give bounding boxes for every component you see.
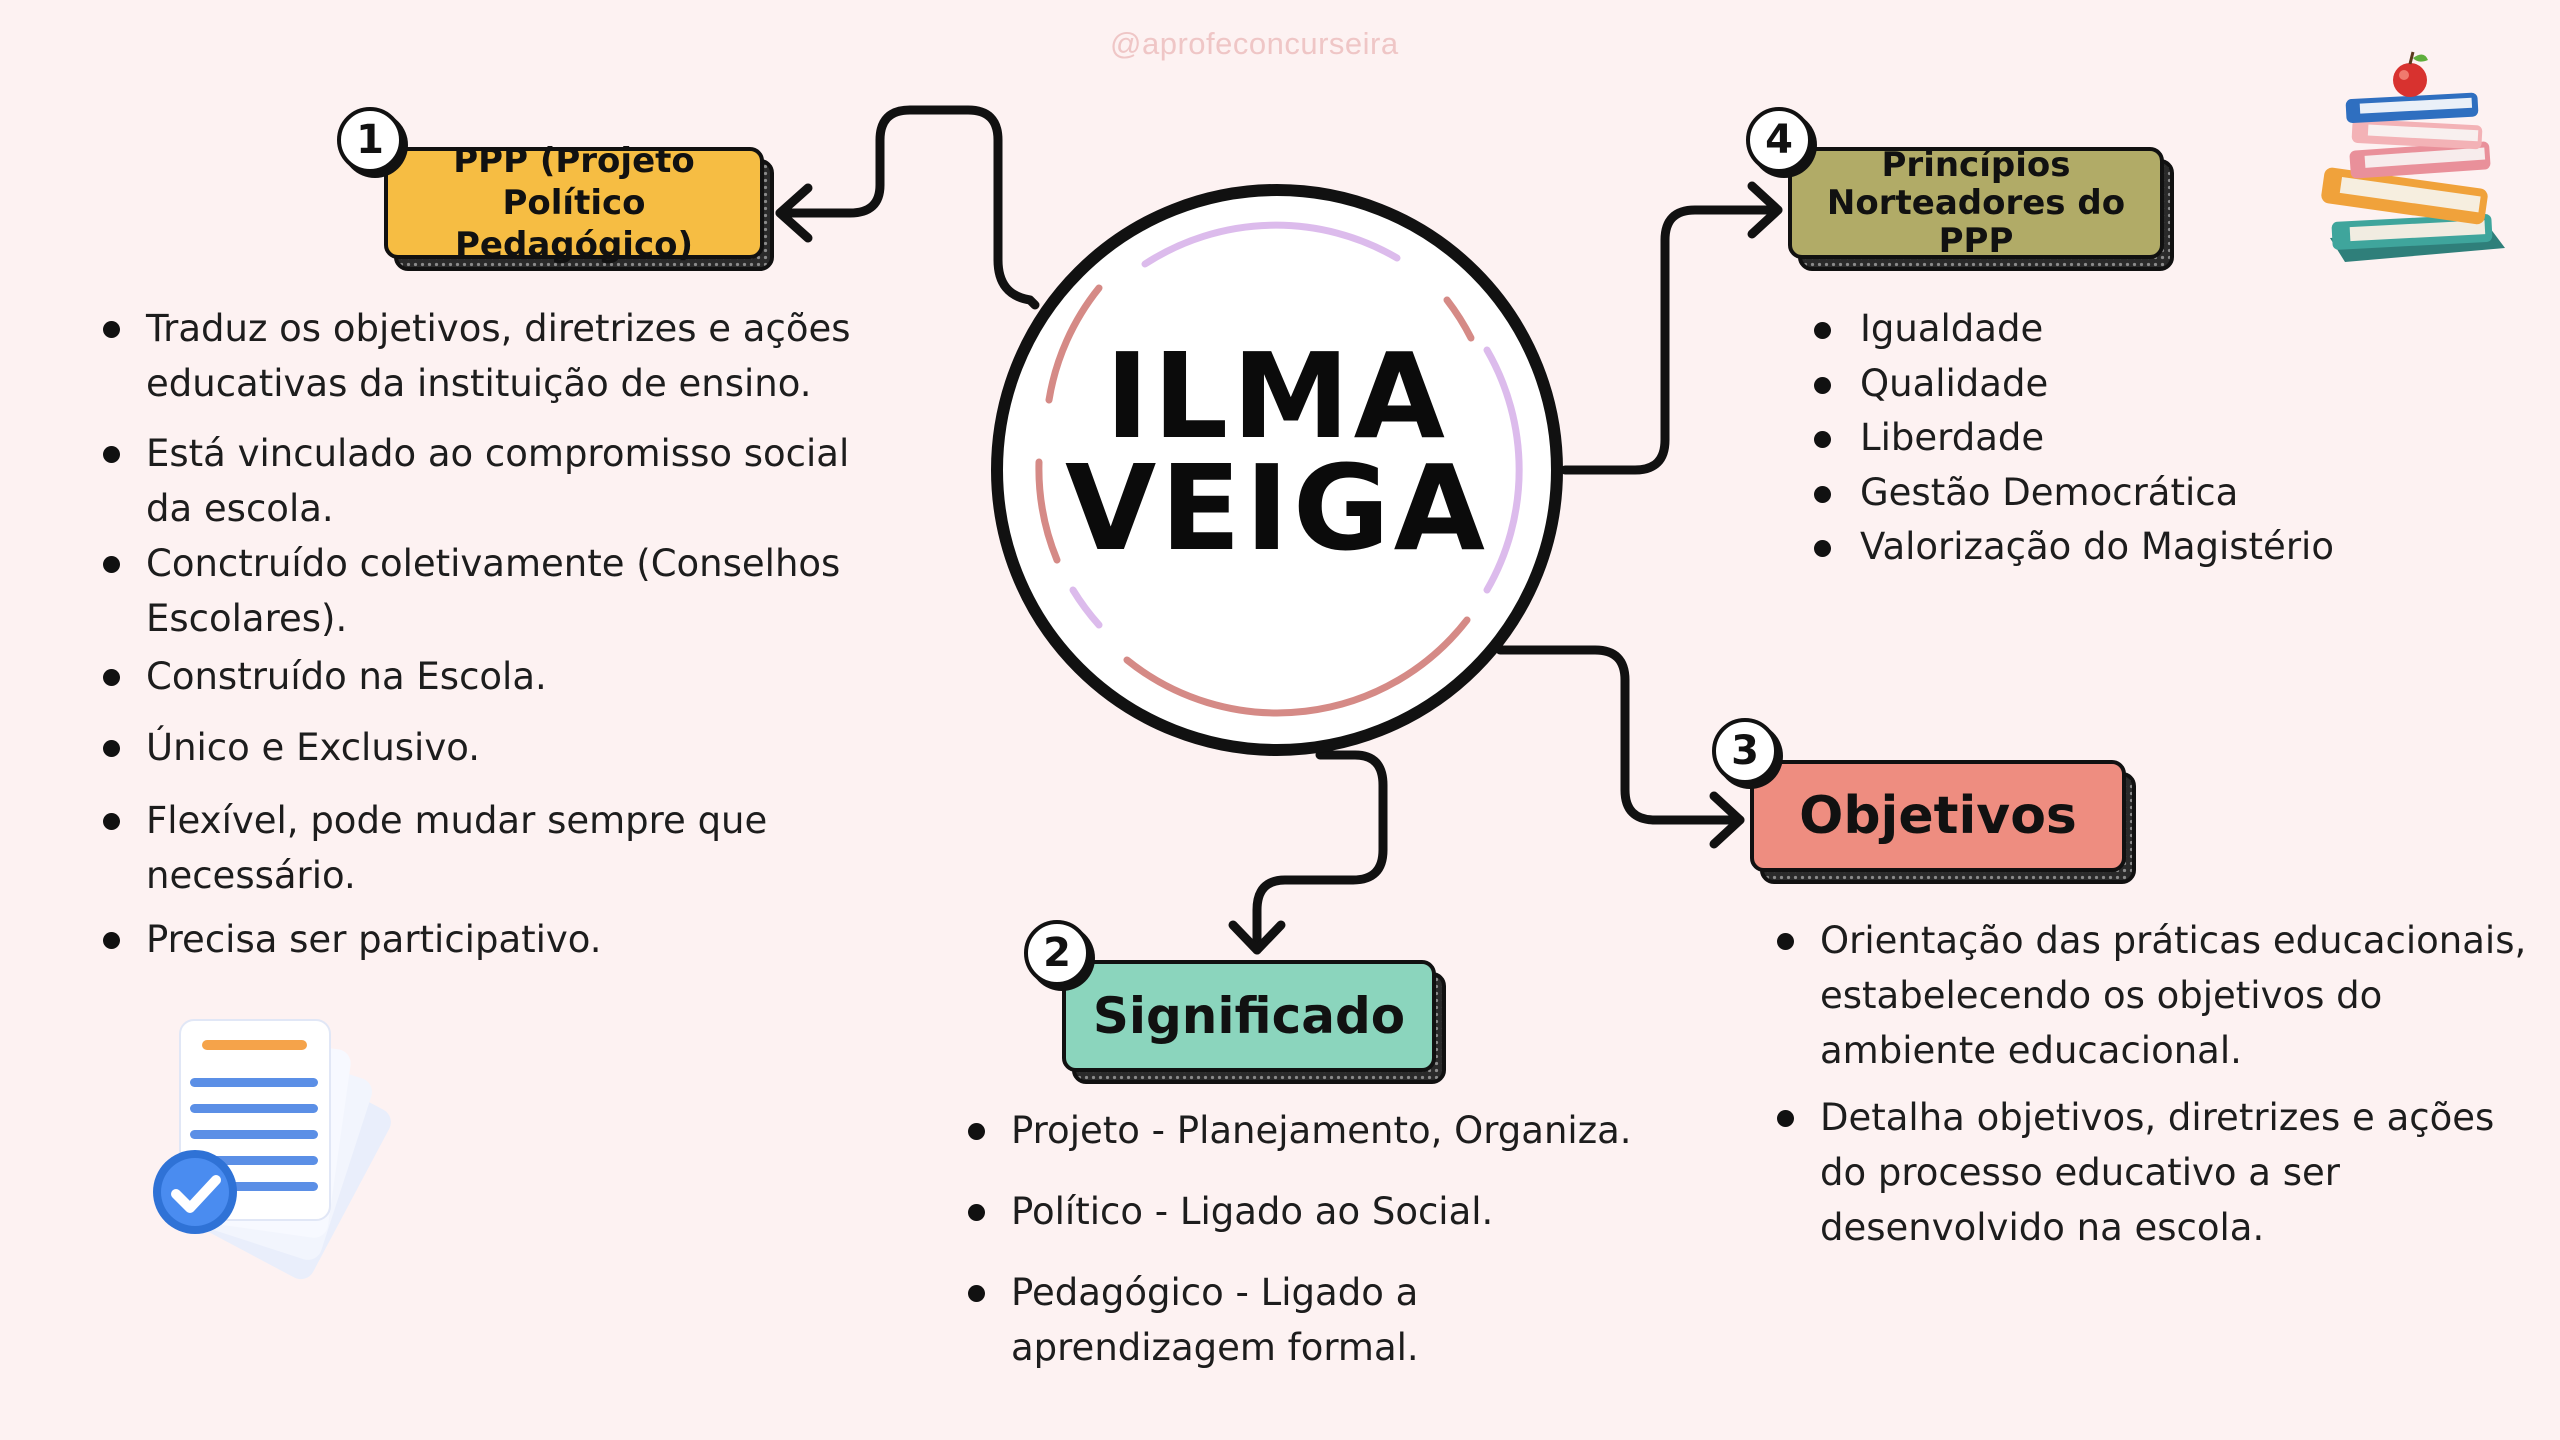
connector-principios [1560,205,1783,475]
arrowhead-ppp [775,183,813,243]
list-item: Está vinculado ao compromisso social da … [101,426,881,536]
center-title: ILMA VEIGA [987,327,1567,577]
topic-ppp-label-line2: Pedagógico) [455,225,693,265]
list-item: Traduz os objetivos, diretrizes e ações … [101,301,881,411]
principios-bullet-list: Igualdade Qualidade Liberdade Gestão Dem… [1812,302,2512,575]
center-circle [991,184,1563,756]
list-item: Detalha objetivos, diretrizes e ações do… [1775,1090,2535,1255]
connector-ppp [775,105,1040,310]
topic-significado: Significado [1062,960,1446,1084]
arrowhead-principios [1747,181,1783,239]
ring-arc-lower-left [1069,586,1103,629]
list-item: Igualdade [1812,302,2512,357]
topic-ppp-label: PPP (Projeto Político Pedagógico) [384,141,764,265]
connector-significado [1252,750,1388,955]
ring-arc-upper-right [1443,296,1475,342]
books-icon [2321,51,2505,262]
list-item: Gestão Democrática [1812,466,2512,521]
significado-bullet-list: Projeto - Planejamento, Organiza. Políti… [966,1103,1686,1375]
topic-ppp-label-line1: PPP (Projeto Político [453,141,695,223]
topic-ppp: PPP (Projeto Político Pedagógico) [384,141,774,271]
center-title-line2: VEIGA [1064,439,1489,577]
topic-significado-label: Significado [1062,960,1436,1072]
connector-objetivos [1495,645,1745,825]
topic-objetivos: Objetivos [1750,760,2136,884]
arrowhead-significado [1228,920,1286,955]
ring-arc-right [1483,346,1523,594]
number-badge-2: 2 [1024,920,1090,986]
list-item: Liberdade [1812,411,2512,466]
list-item: Único e Exclusivo. [101,720,881,775]
list-item: Político - Ligado ao Social. [966,1184,1686,1239]
list-item: Construído na Escola. [101,649,881,704]
list-item: Orientação das práticas educacionais, es… [1775,913,2535,1078]
documents-check-icon [153,1019,391,1280]
ring-arc-upper-left [1045,284,1103,404]
number-badge-1: 1 [337,107,403,173]
list-item: Qualidade [1812,357,2512,412]
topic-principios-label-line1: Princípios [1881,145,2071,185]
topic-principios: Princípios Norteadores do PPP [1788,145,2174,271]
arrowhead-objetivos [1709,791,1745,849]
list-item: Precisa ser participativo. [101,912,881,967]
number-badge-4: 4 [1746,107,1812,173]
list-item: Conctruído coletivamente (Conselhos Esco… [101,536,881,646]
center-title-line1: ILMA [1105,327,1449,465]
topic-principios-label: Princípios Norteadores do PPP [1788,145,2164,261]
list-item: Projeto - Planejamento, Organiza. [966,1103,1686,1158]
topic-objetivos-label: Objetivos [1750,760,2126,872]
watermark: @aprofeconcurseira [1110,26,1399,61]
list-item: Pedagógico - Ligado a aprendizagem forma… [966,1265,1686,1375]
ring-arc-left [1035,458,1061,564]
number-badge-3: 3 [1712,718,1778,784]
list-item: Valorização do Magistério [1812,520,2512,575]
topic-principios-label-line2: Norteadores do PPP [1826,183,2126,261]
objetivos-bullet-list: Orientação das práticas educacionais, es… [1775,913,2535,1255]
ppp-bullet-list: Traduz os objetivos, diretrizes e ações … [101,301,881,967]
ring-arc-top [1141,221,1401,268]
list-item: Flexível, pode mudar sempre que necessár… [101,793,881,903]
ring-arc-bottom [1123,616,1471,717]
